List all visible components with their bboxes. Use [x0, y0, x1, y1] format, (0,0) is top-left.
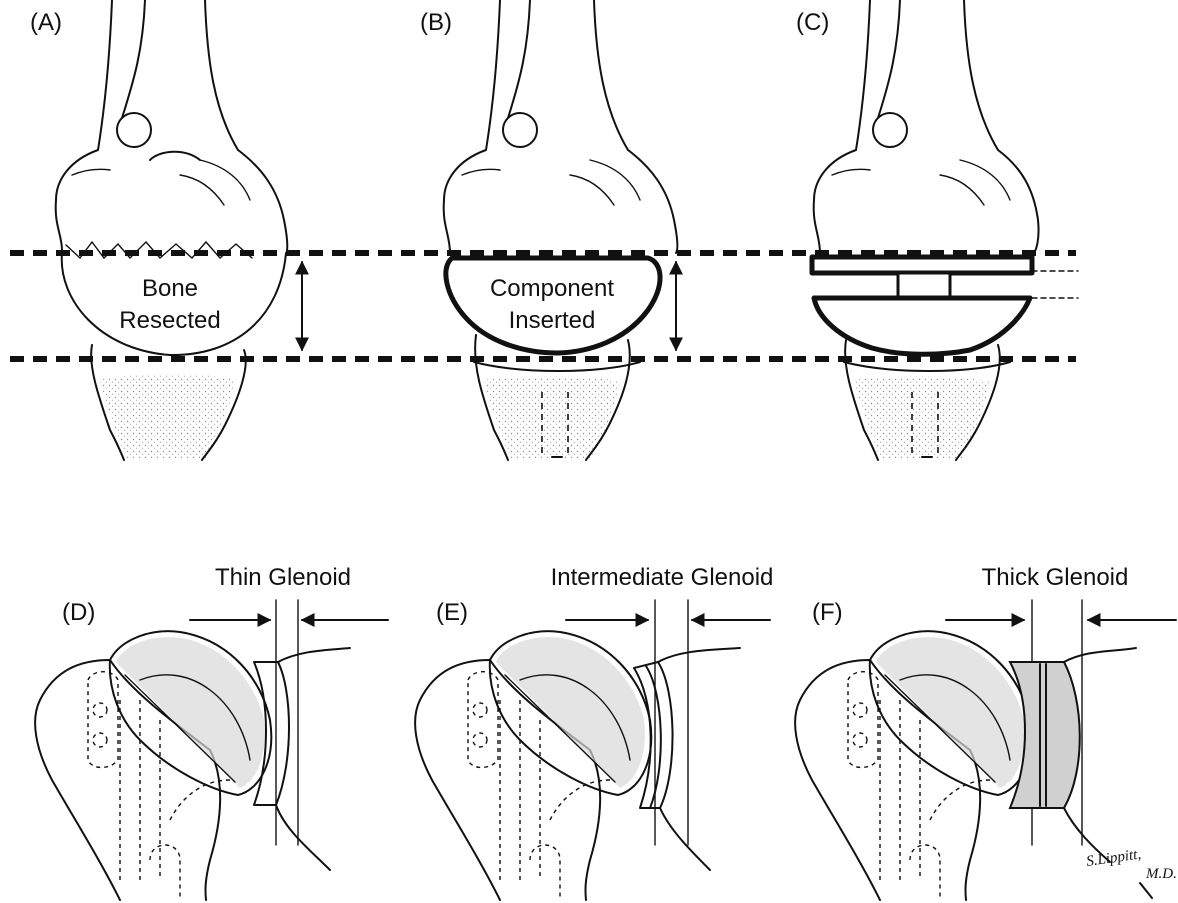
- panel-d: Thin Glenoid (D): [35, 564, 388, 900]
- signature-line2: M.D.: [1145, 866, 1177, 882]
- head-plate: [812, 257, 1032, 273]
- thin-glenoid-title: Thin Glenoid: [215, 564, 351, 591]
- panel-e-label: (E): [436, 599, 468, 626]
- panel-b-label: (B): [420, 9, 452, 36]
- panel-c: (C): [796, 0, 1078, 460]
- bone-resected-line2: Resected: [119, 307, 220, 334]
- signature-line1: S.Lippitt,: [1085, 846, 1142, 870]
- thick-glenoid-title: Thick Glenoid: [982, 564, 1129, 591]
- intermediate-glenoid-title: Intermediate Glenoid: [551, 564, 774, 591]
- panel-f-label: (F): [812, 599, 843, 626]
- component-inserted-line1: Component: [490, 275, 614, 302]
- panel-a: (A) Bone Resected: [30, 0, 302, 460]
- panel-e: Intermediate Glenoid (E): [415, 564, 773, 900]
- bone-resected-line1: Bone: [142, 275, 198, 302]
- component-inserted-line2: Inserted: [509, 307, 596, 334]
- panel-b: (B) Component Inserted: [420, 0, 677, 460]
- neck-spacer: [898, 273, 950, 297]
- humeral-component: [446, 258, 660, 353]
- panel-a-label: (A): [30, 9, 62, 36]
- panel-d-label: (D): [62, 599, 95, 626]
- panel-c-label: (C): [796, 9, 829, 36]
- panel-f: Thick Glenoid (F) S.Lippitt, M.D.: [795, 564, 1177, 900]
